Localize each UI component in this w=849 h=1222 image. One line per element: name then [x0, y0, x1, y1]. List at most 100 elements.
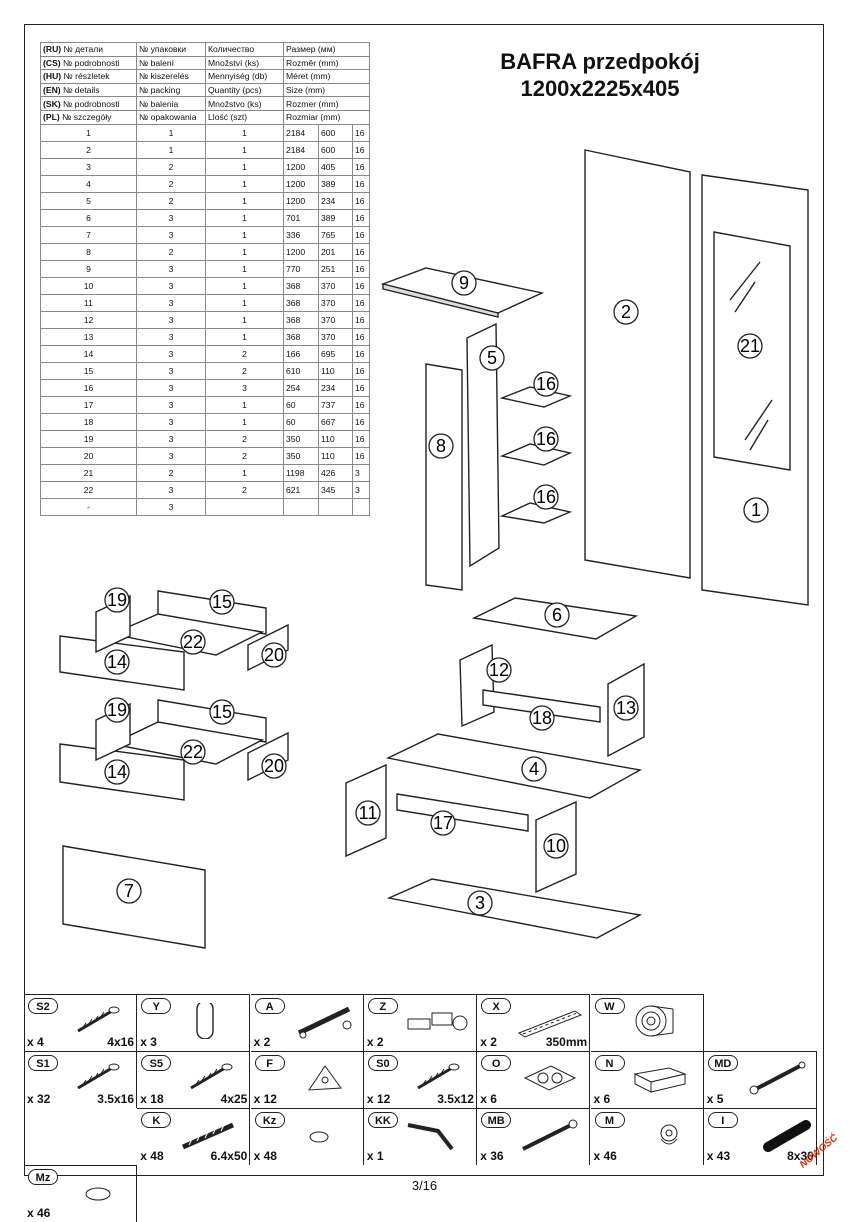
page-title: BAFRA przedpokój 1200x2225x405 — [470, 48, 730, 102]
cap-icon — [289, 1117, 359, 1153]
hardware-code: Mz — [28, 1169, 58, 1185]
part-label-20: 20 — [264, 645, 284, 665]
part-label-5: 5 — [487, 348, 497, 368]
part-label-circle — [544, 602, 570, 628]
part-label-7: 7 — [124, 881, 134, 901]
hardware-item-kz: Kz x 48 — [250, 1108, 364, 1165]
part-label-circle — [180, 739, 206, 765]
part-label-circle — [104, 759, 130, 785]
part-label-1: 1 — [751, 500, 761, 520]
part-label-circle — [467, 890, 493, 916]
hardware-qty: x 12 — [366, 1092, 391, 1106]
part-label-circle — [355, 800, 381, 826]
hardware-item-s5: S5 x 18 4x25 — [137, 1051, 251, 1108]
hardware-code: Z — [367, 998, 398, 1014]
part-label-circle — [116, 878, 142, 904]
hardware-qty: x 46 — [593, 1149, 617, 1163]
hardware-qty: x 3 — [140, 1035, 157, 1049]
dowel-icon — [742, 1117, 812, 1153]
hardware-code: F — [254, 1055, 285, 1071]
panel-5 — [466, 322, 500, 568]
part-label-21: 21 — [740, 336, 760, 356]
hardware-code: MB — [481, 1112, 512, 1128]
hardware-qty: x 18 — [140, 1092, 164, 1106]
part-label-circle — [104, 649, 130, 675]
part-label-11: 11 — [359, 803, 378, 823]
part-label-18: 18 — [532, 708, 552, 728]
hardware-qty: x 2 — [366, 1035, 384, 1049]
hardware-qty: x 4 — [27, 1035, 44, 1049]
part-label-9: 9 — [459, 273, 469, 293]
hex-key-icon — [402, 1117, 472, 1153]
part-label-19: 19 — [107, 590, 127, 610]
part-label-circle — [543, 833, 569, 859]
part-label-13: 13 — [616, 698, 636, 718]
hardware-qty: x 48 — [253, 1149, 277, 1163]
hardware-item-mb: MB x 36 — [477, 1108, 591, 1165]
part-label-circle — [180, 629, 206, 655]
panel-16a — [499, 386, 573, 408]
hardware-code: Kz — [254, 1112, 285, 1128]
hardware-code: S5 — [141, 1055, 172, 1071]
part-label-circle — [613, 299, 639, 325]
hardware-qty: x 43 — [706, 1149, 731, 1163]
part-label-2: 2 — [621, 302, 631, 322]
hinge-icon — [402, 1003, 472, 1039]
panel-2 — [584, 149, 691, 579]
part-label-circle — [104, 697, 130, 723]
part-label-14: 14 — [107, 652, 127, 672]
screw-icon — [62, 1060, 132, 1096]
part-label-15: 15 — [212, 702, 232, 722]
table-cell: 16 — [352, 276, 370, 295]
hardware-size: 8x30 — [787, 1149, 814, 1163]
part-label-16: 16 — [536, 429, 556, 449]
panel-4 — [385, 733, 643, 799]
hardware-code: S2 — [28, 998, 58, 1014]
hardware-size: 4x25 — [220, 1092, 248, 1106]
hardware-size: 3.5x16 — [97, 1092, 134, 1106]
table-cell — [352, 497, 370, 516]
hardware-code: W — [594, 998, 625, 1014]
panel-3 — [386, 878, 643, 939]
part-label-22: 22 — [183, 742, 203, 762]
part-label-circle — [533, 426, 559, 452]
table-cell: 16 — [352, 123, 370, 142]
tape-roll-icon — [629, 1003, 699, 1039]
bolt-icon — [515, 1117, 585, 1153]
part-label-17: 17 — [433, 813, 453, 833]
part-label-22: 22 — [183, 632, 203, 652]
part-label-circle — [451, 270, 477, 296]
part-label-6: 6 — [552, 605, 562, 625]
part-label-circle — [261, 642, 287, 668]
part-label-8: 8 — [436, 436, 446, 456]
title-line-1: BAFRA przedpokój — [500, 49, 700, 74]
part-label-circle — [428, 433, 454, 459]
hardware-qty: x 36 — [480, 1149, 504, 1163]
screw-icon — [402, 1060, 472, 1096]
part-label-10: 10 — [546, 836, 566, 856]
part-label-20: 20 — [264, 756, 284, 776]
hardware-code: S1 — [28, 1055, 58, 1071]
hardware-qty: x 12 — [253, 1092, 277, 1106]
rod-holder-icon — [289, 1003, 359, 1039]
double-cap-icon — [515, 1060, 585, 1096]
part-label-circle — [529, 705, 555, 731]
screw-icon — [175, 1060, 245, 1096]
